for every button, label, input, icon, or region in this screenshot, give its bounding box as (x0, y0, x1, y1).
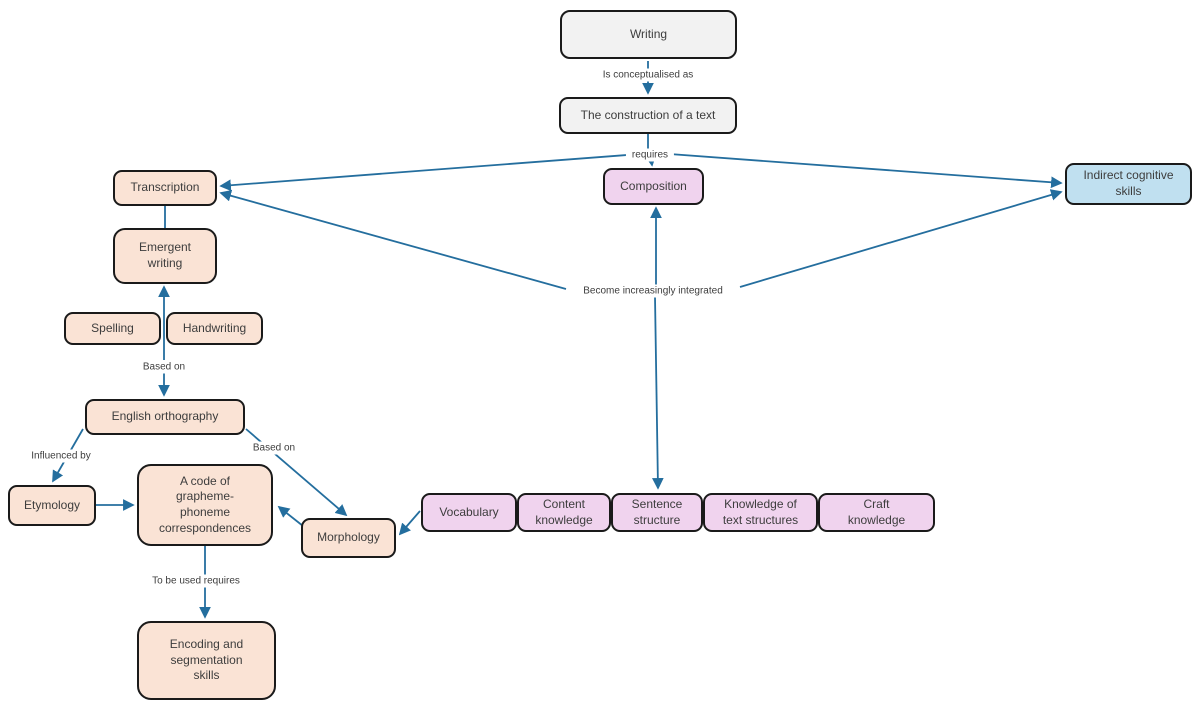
node-handwriting: Handwriting (166, 312, 263, 345)
node-grapheme-phoneme-code: A code of grapheme- phoneme corresponden… (137, 464, 273, 546)
edge-morphology-code (277, 505, 304, 527)
edge-label-is-conceptualised-as: Is conceptualised as (596, 68, 700, 82)
edge-requires-indirect (655, 152, 1063, 189)
node-english-orthography: English orthography (85, 399, 245, 435)
node-transcription: Transcription (113, 170, 217, 206)
node-indirect-cognitive-skills: Indirect cognitive skills (1065, 163, 1192, 205)
edge-label-influenced-by: Influenced by (25, 449, 97, 463)
node-composition: Composition (603, 168, 704, 205)
node-vocabulary: Vocabulary (421, 493, 517, 532)
node-craft-knowledge: Craft knowledge (818, 493, 935, 532)
node-construction-of-a-text: The construction of a text (559, 97, 737, 134)
edge-requires-transcription (219, 153, 641, 192)
node-writing: Writing (560, 10, 737, 59)
edge-become-indirect (739, 189, 1063, 288)
edge-label-based-on-2: Based on (246, 441, 302, 455)
edge-label-based-on-1: Based on (136, 360, 192, 374)
edge-vocabulary-morphology (398, 510, 421, 536)
node-content-knowledge: Content knowledge (517, 493, 611, 532)
node-knowledge-of-text-structures: Knowledge of text structures (703, 493, 818, 532)
node-morphology: Morphology (301, 518, 396, 558)
edge-label-to-be-used-requires: To be used requires (146, 574, 246, 588)
node-etymology: Etymology (8, 485, 96, 526)
node-spelling: Spelling (64, 312, 161, 345)
edge-become-transcription (219, 190, 567, 290)
edge-label-become-increasingly-integrated: Become increasingly integrated (577, 284, 729, 298)
edge-label-requires: requires (625, 148, 675, 162)
node-encoding-segmentation-skills: Encoding and segmentation skills (137, 621, 276, 700)
node-emergent-writing: Emergent writing (113, 228, 217, 284)
node-sentence-structure: Sentence structure (611, 493, 703, 532)
edge-become-sentence-structure (651, 296, 664, 490)
